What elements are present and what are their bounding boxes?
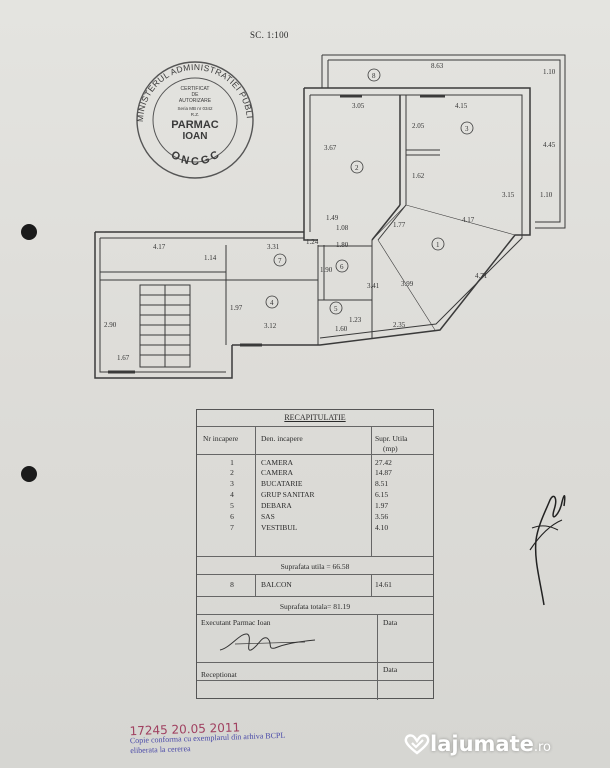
punch-hole — [21, 224, 37, 240]
dim-label: 1.23 — [349, 316, 362, 324]
stamp-line: DE — [192, 92, 200, 98]
dim-label: 4.17 — [462, 216, 475, 224]
scale-label: SC. 1:100 — [250, 30, 289, 40]
logo-brand: lajumate — [430, 732, 534, 756]
stamp-line: R.Z. — [191, 112, 200, 117]
col-header-nr: Nr incapere — [203, 434, 239, 443]
data-label: Data — [383, 665, 398, 674]
col-header-den: Den. incapere — [261, 434, 303, 443]
stamp-line: CERTIFICAT — [181, 86, 210, 92]
recapitulation-table: RECAPITULATIE Nr incapere Den. incapere … — [196, 409, 434, 700]
dim-label: 4.15 — [455, 102, 468, 110]
executant-label: Executant Parmac Ioan — [201, 618, 271, 627]
executant-signature — [219, 633, 316, 651]
punch-hole — [21, 466, 37, 482]
dim-label: 3.41 — [367, 282, 380, 290]
lajumate-logo: lajumate.ro — [404, 726, 551, 762]
dim-label: 1.90 — [320, 266, 333, 274]
stamp-line: AUTORIZARE — [179, 98, 212, 104]
dim-label: 1.80 — [336, 241, 349, 249]
dim-label: 4.17 — [153, 243, 166, 251]
dim-label: 1.10 — [540, 191, 553, 199]
stamp-line: Seria MB nr 0342 — [177, 106, 213, 111]
outer-wall — [232, 87, 531, 346]
dim-label: 1.08 — [336, 224, 349, 232]
dim-label: 3.12 — [264, 322, 277, 330]
dim-label: 8.63 — [431, 62, 444, 70]
dim-label: 1.77 — [393, 221, 406, 229]
balcony-rail — [328, 59, 561, 223]
room-number: 4 — [270, 299, 274, 307]
room-number: 7 — [278, 257, 282, 265]
dim-label: 3.31 — [267, 243, 280, 251]
dim-label: 4.45 — [543, 141, 556, 149]
copy-stamp: 17245 20.05 2011 Copie conforma cu exemp… — [129, 718, 370, 766]
dim-label: 3.67 — [324, 144, 337, 152]
dim-label: 4.71 — [475, 272, 488, 280]
authorization-stamp: MINISTERUL ADMINISTRATIEI PUBLICE ONCGC … — [130, 60, 254, 179]
logo-tld: .ro — [533, 739, 552, 755]
suprafata-utila: Suprafata utila = 66.58 — [280, 562, 350, 571]
floor-plan: 8.63 1.10 3.05 4.15 4.45 3.67 2.05 1.62 … — [94, 54, 566, 379]
dim-label: 3.15 — [502, 191, 515, 199]
recap-title: RECAPITULATIE — [284, 413, 346, 422]
stamp-name: IOAN — [183, 131, 208, 142]
dim-label: 2.35 — [393, 321, 406, 329]
room-number: 8 — [372, 72, 376, 80]
balcony-wall — [322, 54, 566, 229]
dim-label: 1.60 — [335, 325, 348, 333]
dim-label: 3.05 — [352, 102, 365, 110]
receptionat-label: Receptionat — [201, 670, 237, 679]
dim-label: 1.14 — [204, 254, 217, 262]
dim-label: 3.99 — [401, 280, 414, 288]
room-number: 1 — [436, 241, 440, 249]
outer-wall-inner — [310, 94, 523, 339]
margin-signature — [529, 495, 566, 606]
stamp-ring-bottom: ONCGC — [169, 147, 224, 168]
dim-label: 2.05 — [412, 122, 425, 130]
room-number: 5 — [334, 305, 338, 313]
dim-label: 1.62 — [412, 172, 425, 180]
room-number: 2 — [355, 164, 359, 172]
room-number: 3 — [465, 125, 469, 133]
dim-label: 1.67 — [117, 354, 130, 362]
room-number: 6 — [340, 263, 344, 271]
dim-label: 1.49 — [326, 214, 339, 222]
stamp-name: PARMAC — [171, 119, 219, 131]
heart-check-icon — [404, 734, 430, 755]
dim-label: 1.10 — [543, 68, 556, 76]
data-label: Data — [383, 618, 398, 627]
col-header-unit: (mp) — [383, 444, 398, 453]
col-header-val: Supr. Utila — [375, 434, 408, 443]
dim-label: 1.24 — [306, 238, 319, 246]
dim-label: 1.97 — [230, 304, 243, 312]
dim-label: 2.90 — [104, 321, 117, 329]
suprafata-totala: Suprafata totala= 81.19 — [279, 602, 351, 611]
